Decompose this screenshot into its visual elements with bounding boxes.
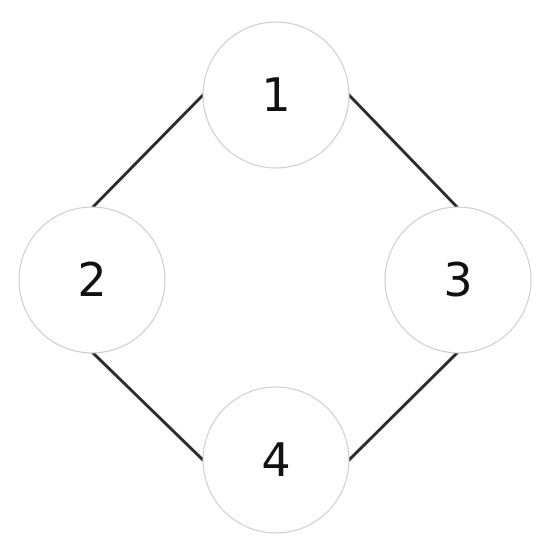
node-4-label: 4 bbox=[261, 433, 290, 487]
edge-1-2 bbox=[90, 93, 205, 210]
node-4: 4 bbox=[202, 386, 350, 534]
node-3-label: 3 bbox=[443, 253, 472, 307]
node-4-circle bbox=[202, 386, 350, 534]
node-1: 1 bbox=[202, 21, 350, 169]
node-3: 3 bbox=[384, 206, 532, 354]
edges-layer bbox=[90, 93, 460, 462]
node-2-circle bbox=[18, 206, 166, 354]
node-3-circle bbox=[384, 206, 532, 354]
node-2: 2 bbox=[18, 206, 166, 354]
edge-1-3 bbox=[347, 93, 460, 210]
edge-3-4 bbox=[347, 350, 460, 462]
node-1-label: 1 bbox=[261, 68, 290, 122]
node-1-circle bbox=[202, 21, 350, 169]
node-2-label: 2 bbox=[77, 253, 106, 307]
nodes-layer: 1 2 3 4 bbox=[18, 21, 532, 534]
edge-2-4 bbox=[90, 350, 205, 462]
